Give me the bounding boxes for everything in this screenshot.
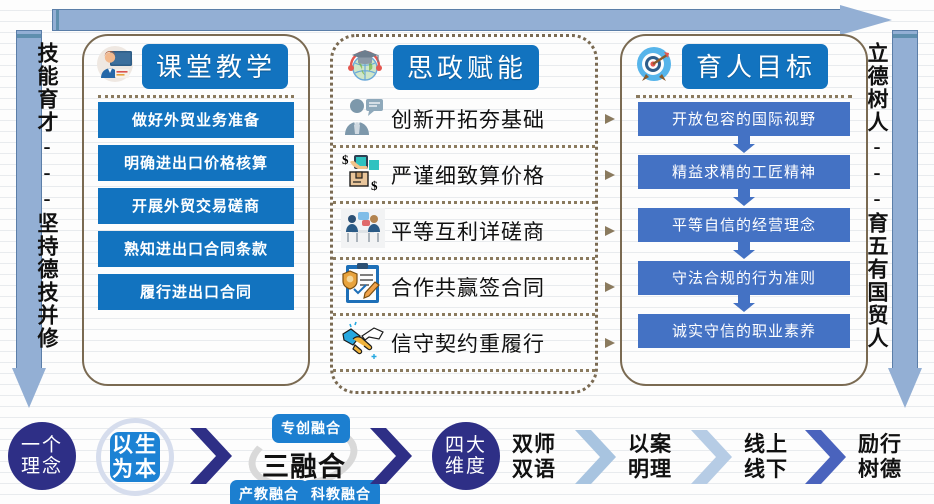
goal-item[interactable]: 平等自信的经营理念: [638, 208, 850, 242]
ideology-row[interactable]: $ $ 严谨细致算价格: [333, 148, 615, 204]
target-dartboard-icon: [634, 44, 674, 89]
arrow-shaft: [16, 30, 42, 370]
panel-title-goals: 育人目标: [682, 44, 829, 89]
dimension-item-3-line1: 线上: [744, 432, 788, 456]
dimension-item-2-line1: 以案: [628, 432, 672, 456]
svg-text:$: $: [371, 178, 378, 193]
ideology-row-label: 合作共赢签合同: [391, 275, 545, 300]
panel-education-goals: 育人目标 开放包容的国际视野 精益求精的工匠精神 平等自信的经营理念 守法合规的…: [620, 34, 868, 386]
panel-ideological-empowerment: 思政赋能 创新开拓夯基础: [330, 34, 615, 394]
goal-item-list: 开放包容的国际视野 精益求精的工匠精神 平等自信的经营理念 守法合规的行为准则 …: [622, 98, 866, 348]
ideology-row-label: 平等互利详磋商: [391, 219, 545, 244]
dimension-item-4-line1: 励行: [858, 432, 902, 456]
classroom-item[interactable]: 履行进出口合同: [98, 274, 294, 310]
dimension-item-4[interactable]: 励行 树德: [858, 432, 902, 482]
concept-value-line2: 为本: [112, 457, 158, 481]
chevron-5-icon: [802, 428, 850, 486]
goal-item[interactable]: 开放包容的国际视野: [638, 102, 850, 136]
svg-text:$: $: [342, 152, 349, 167]
concept-badge-line2: 理念: [20, 456, 63, 477]
fusion-center-label: 三融合: [262, 452, 346, 482]
chevron-3-icon: [572, 428, 620, 486]
row-arrow-icon: [605, 169, 615, 180]
arrow-head-icon: [12, 368, 46, 408]
businessman-speech-icon: [341, 94, 385, 143]
concept-value-line1: 以生: [112, 432, 158, 457]
divider: [98, 95, 294, 98]
ideology-row[interactable]: 平等互利详磋商: [333, 204, 615, 260]
right-down-arrow: [888, 30, 922, 410]
handshake-icon: [341, 318, 385, 367]
dimension-item-2-line2: 明理: [628, 457, 672, 482]
right-rail-label: 立德树人---育五有国贸人: [865, 42, 889, 350]
chevron-1-icon: [186, 426, 236, 486]
ideology-row[interactable]: 信守契约重履行: [333, 316, 615, 372]
ideology-row-label: 严谨细致算价格: [391, 163, 545, 188]
row-arrow-icon: [605, 337, 615, 348]
left-rail-label: 技能育才---坚持德技并修: [35, 42, 59, 350]
dimension-item-4-line2: 树德: [858, 457, 902, 482]
payment-money-icon: $ $: [341, 150, 385, 199]
contract-shield-icon: [341, 262, 385, 311]
dimension-item-2[interactable]: 以案 明理: [628, 432, 672, 482]
ideology-row-label: 信守契约重履行: [391, 331, 545, 356]
panel-title-ideology: 思政赋能: [393, 45, 540, 90]
panel-header: 思政赋能: [333, 37, 595, 90]
row-arrow-icon: [605, 113, 615, 124]
classroom-item[interactable]: 明确进出口价格核算: [98, 145, 294, 181]
dimension-item-1-line1: 双师: [512, 432, 556, 456]
globe-graduation-icon: [345, 45, 385, 90]
arrow-shaft: [892, 30, 918, 370]
teacher-avatar-icon: [96, 45, 134, 88]
dimension-item-3[interactable]: 线上 线下: [744, 432, 788, 482]
fusion-pill-right[interactable]: 科教融合: [302, 480, 380, 504]
panel-header: 育人目标: [622, 36, 866, 89]
fusion-pill-left[interactable]: 产教融合: [230, 480, 308, 504]
concept-badge[interactable]: 一个 理念: [8, 422, 76, 490]
arrow-head-icon: [888, 368, 922, 408]
dimension-item-1-line2: 双语: [512, 457, 556, 482]
negotiation-meeting-icon: [341, 206, 385, 255]
ideology-row-list: 创新开拓夯基础 $ $ 严: [333, 90, 615, 372]
goal-item[interactable]: 守法合规的行为准则: [638, 261, 850, 295]
concept-badge-line1: 一个: [20, 434, 63, 456]
ideology-row[interactable]: 合作共赢签合同: [333, 260, 615, 316]
top-progress-arrow: [52, 5, 892, 35]
arrow-shaft: [52, 9, 842, 31]
arrow-head-icon: [840, 5, 892, 35]
dimension-badge-line2: 维度: [444, 456, 487, 477]
chevron-4-icon: [688, 428, 736, 486]
panel-title-classroom: 课堂教学: [142, 44, 289, 89]
dimension-item-3-line2: 线下: [744, 457, 788, 482]
goal-item[interactable]: 诚实守信的职业素养: [638, 314, 850, 348]
goal-item[interactable]: 精益求精的工匠精神: [638, 155, 850, 189]
chevron-2-icon: [366, 426, 416, 486]
concept-value-box[interactable]: 以生 为本: [110, 432, 160, 482]
dimension-badge-line1: 四大: [444, 434, 487, 456]
panel-header: 课堂教学: [84, 36, 308, 89]
row-arrow-icon: [605, 281, 615, 292]
ideology-row[interactable]: 创新开拓夯基础: [333, 92, 615, 148]
divider: [636, 95, 852, 98]
classroom-item-list: 做好外贸业务准备 明确进出口价格核算 开展外贸交易磋商 熟知进出口合同条款 履行…: [84, 98, 308, 310]
dimension-badge[interactable]: 四大 维度: [432, 422, 500, 490]
fusion-pill-top[interactable]: 专创融合: [272, 414, 350, 443]
bottom-strip: 一个 理念 以生 为本 专创融合 三融合 产教融合 科教融合 四大 维度 双师 …: [0, 412, 934, 504]
classroom-item[interactable]: 熟知进出口合同条款: [98, 231, 294, 267]
row-arrow-icon: [605, 225, 615, 236]
panel-classroom-teaching: 课堂教学 做好外贸业务准备 明确进出口价格核算 开展外贸交易磋商 熟知进出口合同…: [82, 34, 310, 386]
concept-ring: [96, 418, 174, 496]
dimension-item-1[interactable]: 双师 双语: [512, 432, 556, 482]
classroom-item[interactable]: 开展外贸交易磋商: [98, 188, 294, 224]
ideology-row-label: 创新开拓夯基础: [391, 107, 545, 132]
left-down-arrow: [12, 30, 46, 410]
classroom-item[interactable]: 做好外贸业务准备: [98, 102, 294, 138]
